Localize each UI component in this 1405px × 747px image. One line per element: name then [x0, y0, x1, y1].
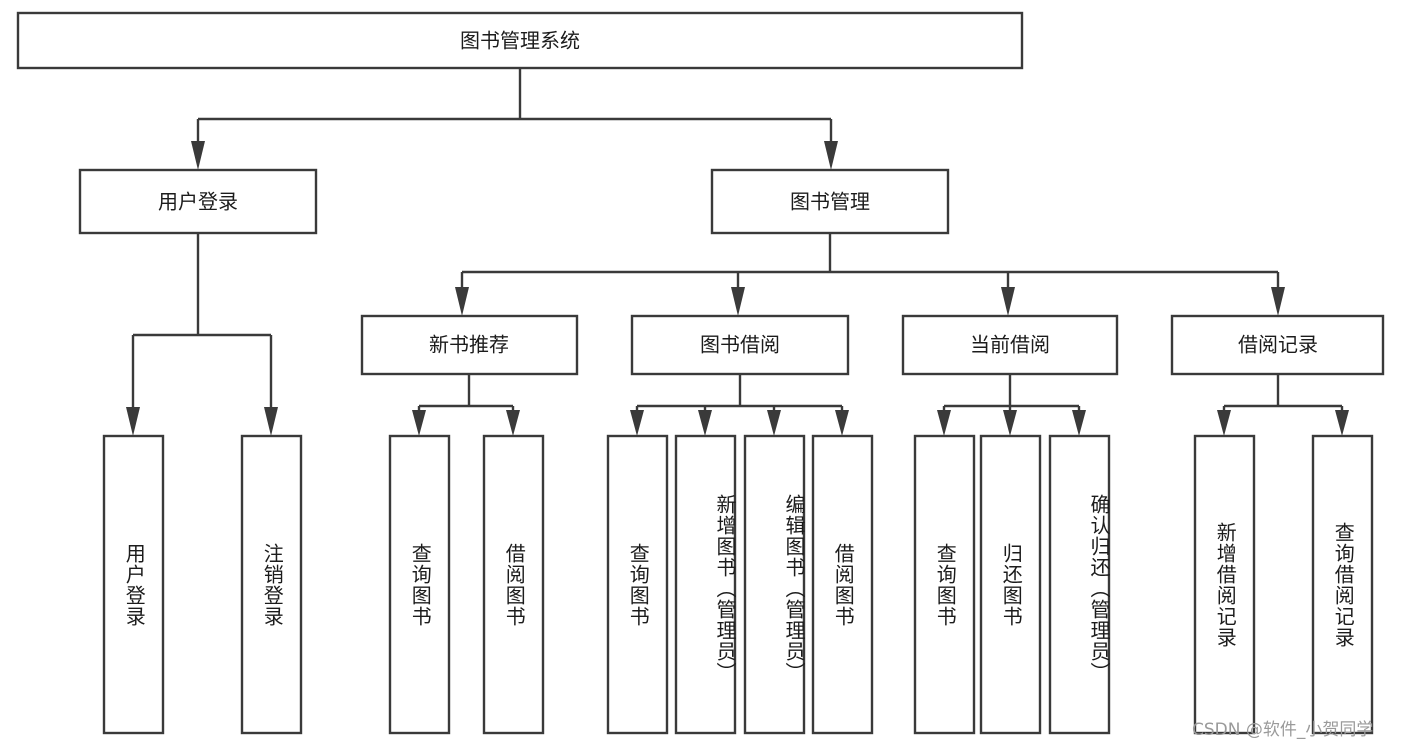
arrow-bookborrow-leaf-1 [630, 410, 644, 436]
leaf-box-edit-book-admin[interactable] [743, 434, 806, 735]
node-book-borrow-label: 图书借阅 [700, 333, 780, 357]
leaf-box-add-borrow-record[interactable] [1193, 434, 1256, 735]
leaf-box-return-book[interactable] [979, 434, 1042, 735]
arrow-currentborrow-leaf-1 [937, 410, 951, 436]
arrow-to-leaf-logout [264, 407, 278, 436]
arrow-to-new-book [455, 287, 469, 316]
leaf-box-query-book-borrow[interactable] [606, 434, 669, 735]
arrow-bookborrow-leaf-2 [698, 410, 712, 436]
arrow-to-user-login [191, 141, 205, 170]
arrow-borrowrecord-leaf-2 [1335, 410, 1349, 436]
nodes-group: 图书管理系统 用户登录 图书管理 新书推荐 图书借阅 当前借阅 借阅记录 [16, 11, 1385, 735]
node-new-book-recommend-box[interactable] [360, 314, 579, 376]
arrow-currentborrow-leaf-2 [1003, 410, 1017, 436]
arrow-bookborrow-leaf-3 [767, 410, 781, 436]
arrow-to-leaf-user-login [126, 407, 140, 436]
arrow-newbook-leaf-1 [412, 410, 426, 436]
node-user-login-label: 用户登录 [158, 190, 238, 214]
node-current-borrow-label: 当前借阅 [970, 333, 1050, 357]
leaf-box-query-borrow-record[interactable] [1311, 434, 1374, 735]
node-user-login-box[interactable] [78, 168, 318, 235]
node-root-box[interactable] [16, 11, 1024, 70]
arrow-currentborrow-leaf-3 [1072, 410, 1086, 436]
leaf-box-logout[interactable] [240, 434, 303, 735]
node-book-manage-box[interactable] [710, 168, 950, 235]
arrow-to-book-manage [824, 141, 838, 170]
leaf-box-add-book-admin[interactable] [674, 434, 737, 735]
leaf-box-borrow-book[interactable] [811, 434, 874, 735]
csdn-watermark: CSDN @软件_小贺同学 [1192, 720, 1374, 740]
node-new-book-recommend-label: 新书推荐 [429, 333, 509, 357]
leaf-box-query-book-current[interactable] [913, 434, 976, 735]
node-current-borrow-box[interactable] [901, 314, 1119, 376]
node-book-manage-label: 图书管理 [790, 190, 870, 214]
arrow-to-book-borrow [731, 287, 745, 316]
arrow-to-current-borrow [1001, 287, 1015, 316]
leaf-box-borrow-book-new[interactable] [482, 434, 545, 735]
arrow-newbook-leaf-2 [506, 410, 520, 436]
edges-group [126, 68, 1349, 436]
leaf-box-query-book-new[interactable] [388, 434, 451, 735]
leaf-box-user-login[interactable] [102, 434, 165, 735]
node-root-label: 图书管理系统 [460, 29, 580, 53]
arrow-to-borrow-record [1271, 287, 1285, 316]
node-borrow-record-box[interactable] [1170, 314, 1385, 376]
node-book-borrow-box[interactable] [630, 314, 850, 376]
leaf-box-confirm-return-admin[interactable] [1048, 434, 1111, 735]
node-borrow-record-label: 借阅记录 [1238, 333, 1318, 357]
arrow-borrowrecord-leaf-1 [1217, 410, 1231, 436]
arrow-bookborrow-leaf-4 [835, 410, 849, 436]
